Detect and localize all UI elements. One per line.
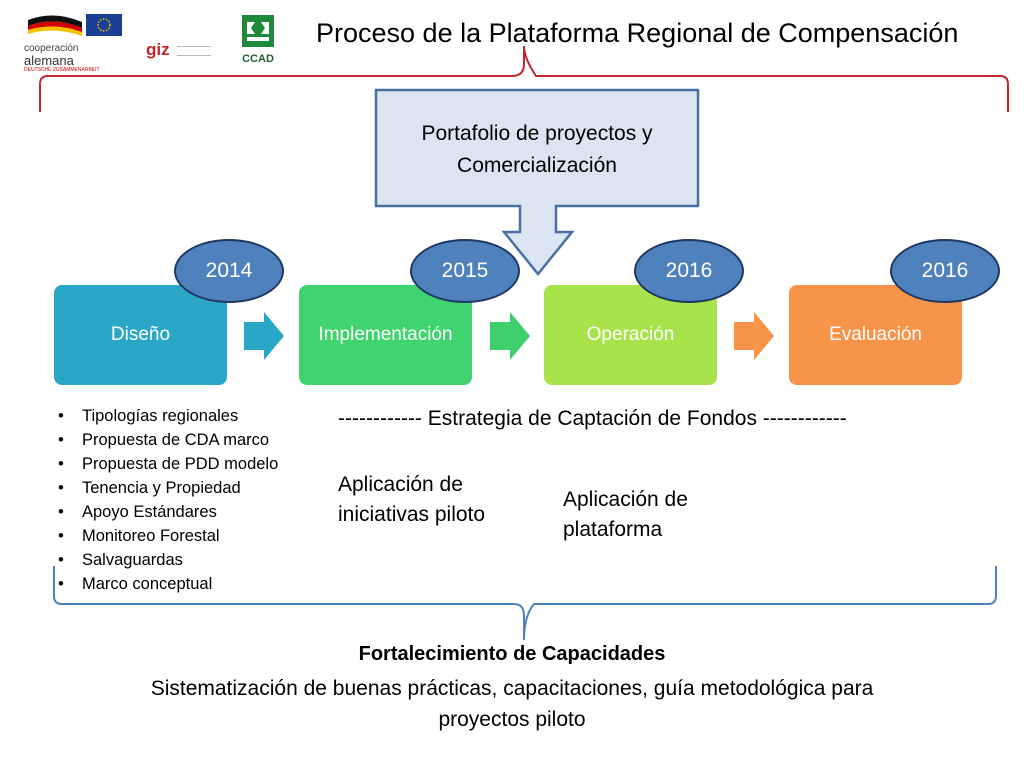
aplicacion-piloto-text: Aplicación de iniciativas piloto (338, 473, 486, 526)
arrow-icon (490, 312, 530, 360)
top-brace (39, 45, 1009, 112)
cooperacion-line2: alemana (24, 53, 74, 68)
list-item: Salvaguardas (58, 548, 278, 572)
stage-implementacion: Implementación (299, 285, 472, 385)
arrow-icon (734, 312, 774, 360)
ccad-emblem-icon (242, 15, 274, 47)
callout-shape (374, 88, 700, 276)
cooperacion-line1: cooperación (24, 43, 79, 54)
list-item: Marco conceptual (58, 572, 278, 596)
bullet-list: Tipologías regionales Propuesta de CDA m… (58, 404, 278, 596)
cooperacion-alemana-logo: cooperación alemana DEUTSCHE ZUSAMMENARB… (24, 8, 136, 73)
ccad-text: CCAD (242, 53, 274, 65)
stage-label: Diseño (110, 324, 171, 345)
footer-heading: Fortalecimiento de Capacidades (358, 643, 666, 665)
giz-small-text-icon (177, 45, 212, 56)
giz-text: giz (146, 40, 170, 59)
cooperacion-line3: DEUTSCHE ZUSAMMENARBEIT (24, 67, 100, 73)
footer-line2: proyectos piloto (438, 708, 586, 731)
footer-line1: Sistematización de buenas prácticas, cap… (150, 677, 874, 700)
year-badge: 2015 (410, 239, 520, 303)
list-item: Propuesta de PDD modelo (58, 452, 278, 476)
callout-line2: Comercialización (457, 154, 617, 177)
stage-label: Implementación (318, 324, 453, 345)
aplicacion-plataforma-text: Aplicación de plataforma (563, 488, 688, 541)
ccad-logo: CCAD (240, 14, 276, 68)
list-item: Tenencia y Propiedad (58, 476, 278, 500)
year-badge: 2016 (634, 239, 744, 303)
bottom-brace (53, 566, 997, 641)
list-item: Apoyo Estándares (58, 500, 278, 524)
callout-line1: Portafolio de proyectos y (421, 122, 653, 145)
list-item: Tipologías regionales (58, 404, 278, 428)
list-item: Monitoreo Forestal (58, 524, 278, 548)
footer-text: Sistematización de buenas prácticas, cap… (0, 673, 1024, 735)
callout-text: Portafolio de proyectos y Comercializaci… (376, 118, 698, 182)
arrow-icon (244, 312, 284, 360)
estrategia-text: ------------ Estrategia de Captación de … (338, 407, 847, 430)
stage-label: Evaluación (829, 324, 922, 345)
year-badge: 2014 (174, 239, 284, 303)
stage-label: Operación (586, 324, 675, 345)
stage-diseno: Diseño (54, 285, 227, 385)
year-badge: 2016 (890, 239, 1000, 303)
giz-logo: giz (146, 40, 216, 60)
list-item: Propuesta de CDA marco (58, 428, 278, 452)
page-title: Proceso de la Plataforma Regional de Com… (316, 18, 959, 48)
